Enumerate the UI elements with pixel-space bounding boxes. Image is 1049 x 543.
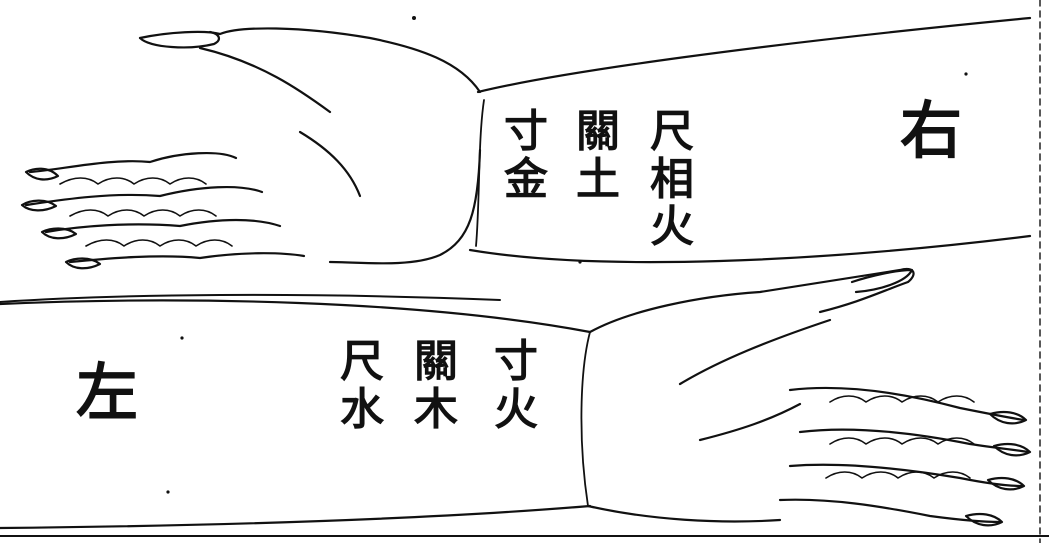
left-thumb-crease (678, 318, 832, 386)
right-cun-element: 金 (504, 153, 548, 205)
left-finger-1 (788, 386, 1026, 422)
left-guan-element: 木 (414, 383, 458, 435)
left-wrist-seam (580, 331, 591, 507)
right-knuckles (59, 177, 233, 247)
right-cun-position: 寸 (504, 106, 548, 157)
left-chi-element: 水 (340, 383, 384, 435)
right-cun-column: 寸 金 (502, 108, 550, 203)
ink-speck (180, 336, 184, 340)
right-palm-edge (328, 148, 482, 265)
left-finger-3 (788, 463, 1024, 488)
arm-divider (0, 293, 501, 303)
right-finger-1 (28, 151, 238, 174)
ink-speck (412, 16, 416, 20)
left-finger-2 (798, 428, 1030, 454)
right-side-label: 右 (900, 94, 963, 167)
left-chi-column: 尺 水 (338, 338, 386, 433)
ink-speck (964, 72, 968, 76)
right-arm-drawing (20, 16, 1032, 270)
right-palm-crease (298, 130, 362, 198)
right-finger-4 (68, 252, 306, 264)
left-side-label: 左 (76, 356, 139, 429)
right-nail-2 (20, 199, 58, 212)
left-forearm-top-edge (0, 299, 592, 334)
left-palm-crease (698, 402, 802, 442)
ink-speck (166, 490, 170, 494)
left-guan-column: 關 木 (412, 338, 460, 433)
right-finger-2 (24, 186, 264, 207)
right-wrist-seam (475, 99, 485, 247)
right-chi-position: 尺 (650, 106, 694, 157)
left-nail-3 (986, 476, 1026, 491)
left-cun-element: 火 (494, 383, 538, 435)
right-forearm-bottom-edge (468, 234, 1032, 264)
right-thumbnail (138, 30, 220, 49)
right-nail-1 (24, 167, 60, 181)
left-finger-4 (778, 498, 1002, 524)
left-cun-position: 寸 (494, 336, 538, 387)
left-arm-drawing (0, 267, 1032, 530)
left-nail-4 (964, 512, 1004, 527)
right-forearm-top-edge (476, 16, 1032, 94)
right-chi-column: 尺 相火 (648, 108, 696, 251)
left-thumbnail (850, 268, 914, 294)
right-nail-4 (64, 257, 102, 270)
left-chi-position: 尺 (340, 336, 384, 387)
left-guan-position: 關 (414, 336, 458, 387)
right-guan-element: 土 (576, 153, 620, 205)
left-nail-2 (992, 442, 1032, 457)
right-nail-3 (40, 227, 78, 240)
ink-speck (578, 260, 582, 264)
right-guan-position: 關 (576, 106, 620, 157)
right-guan-column: 關 土 (574, 108, 622, 203)
left-cun-column: 寸 火 (492, 338, 540, 433)
right-finger-3 (44, 218, 282, 234)
left-forearm-bottom-edge (0, 504, 592, 530)
left-hand-thumb (588, 267, 915, 334)
right-hand-thumb (138, 27, 482, 94)
left-palm-edge (586, 504, 782, 523)
left-knuckles (825, 395, 975, 479)
left-nail-1 (988, 410, 1028, 425)
right-chi-element: 相火 (650, 153, 694, 253)
right-thumb-crease (198, 46, 332, 114)
